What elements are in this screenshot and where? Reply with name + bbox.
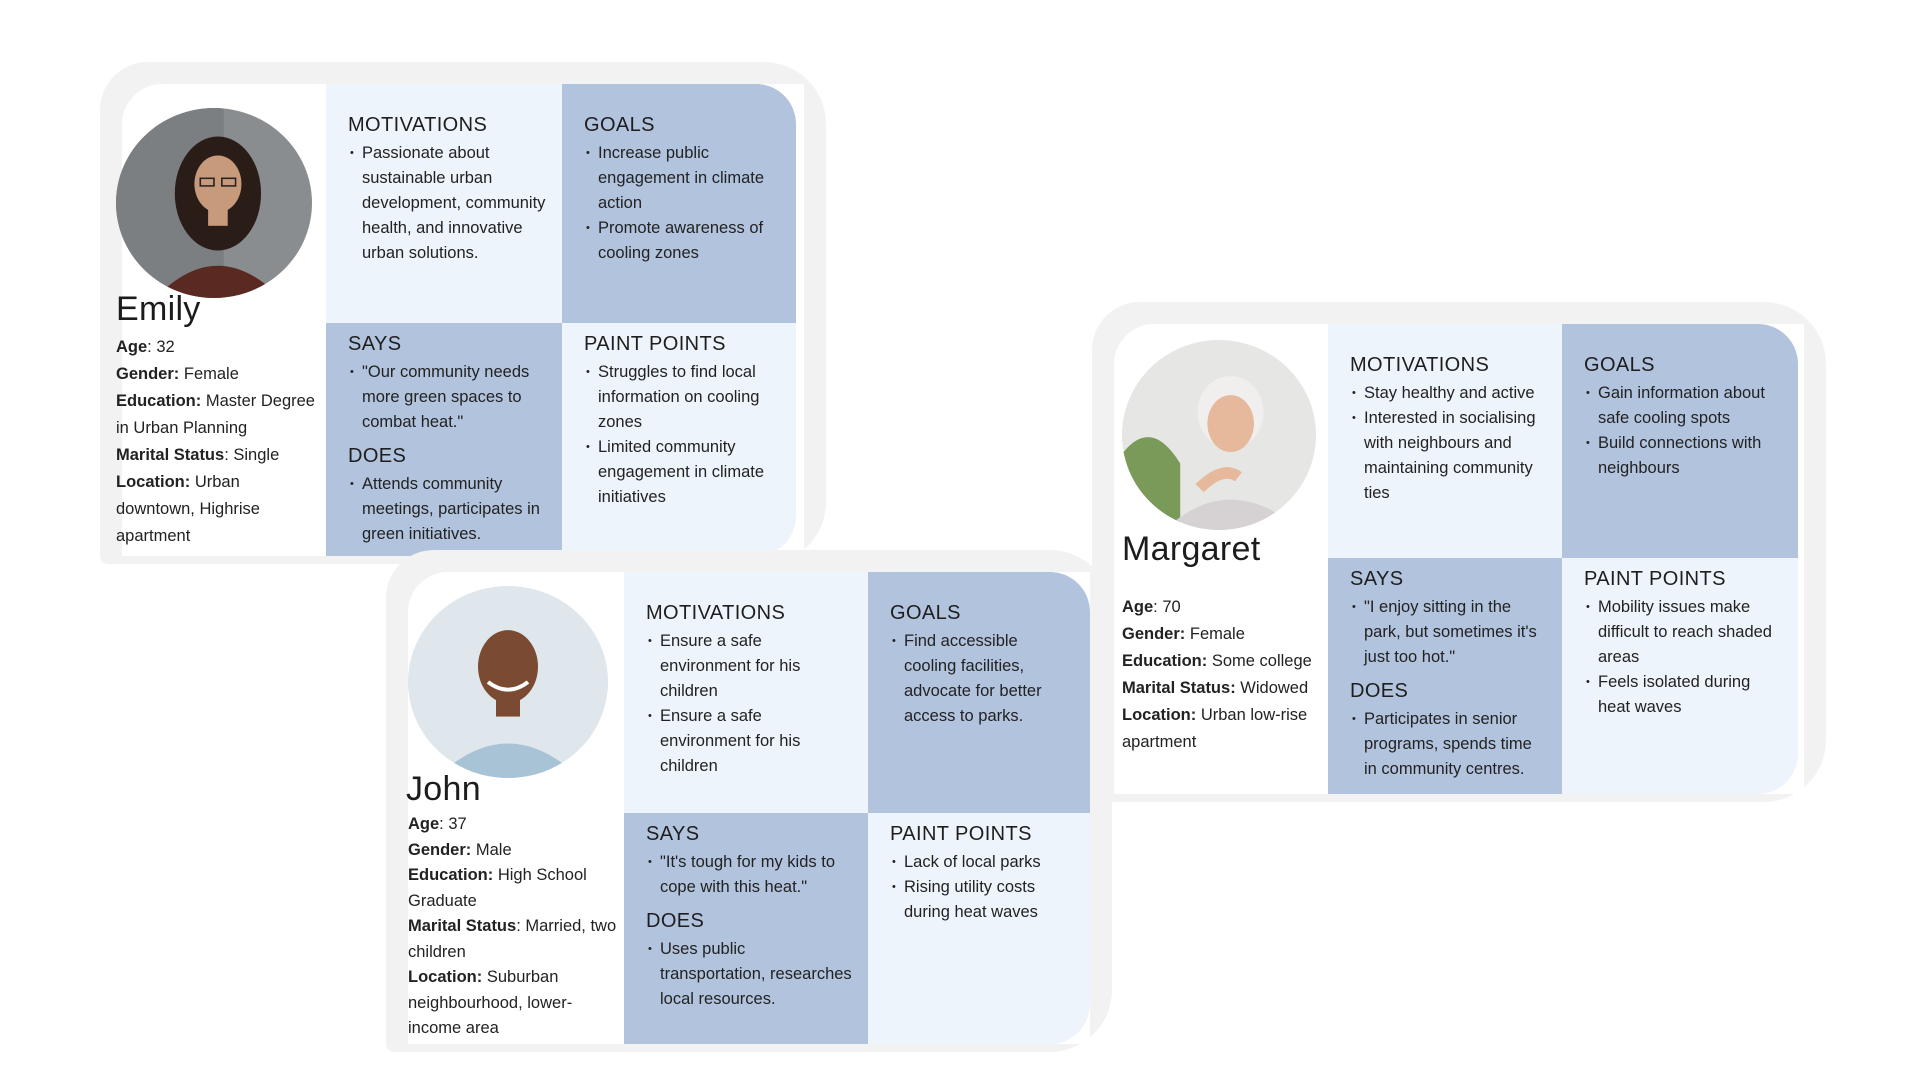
pain-points-cell: PAINT POINTS Mobility issues make diffic… bbox=[1562, 558, 1798, 794]
list-item: Participates in senior programs, spends … bbox=[1350, 707, 1546, 782]
persona-grid: MOTIVATIONS Stay healthy and active Inte… bbox=[1328, 324, 1798, 794]
portrait-photo-older-woman-icon bbox=[1122, 340, 1316, 530]
list-item: Find accessible cooling facilities, advo… bbox=[890, 629, 1074, 729]
list-item: Passionate about sustainable urban devel… bbox=[348, 141, 546, 266]
says-heading: SAYS bbox=[646, 823, 700, 845]
persona-grid: MOTIVATIONS Passionate about sustainable… bbox=[326, 84, 796, 556]
persona-grid: MOTIVATIONS Ensure a safe environment fo… bbox=[624, 572, 1090, 1044]
detail-education: Education: Master Degree in Urban Planni… bbox=[116, 392, 315, 437]
persona-card-margaret: Margaret Age: 70 Gender: Female Educatio… bbox=[1092, 302, 1826, 802]
list-item: Ensure a safe environment for his childr… bbox=[646, 704, 852, 779]
list-item: Uses public transportation, researches l… bbox=[646, 937, 852, 1012]
portrait-photo-woman-icon bbox=[116, 108, 312, 298]
goals-heading: GOALS bbox=[890, 602, 961, 624]
persona-profile: John Age: 37 Gender: Male Education: Hig… bbox=[406, 572, 624, 1044]
detail-education: Education: Some college bbox=[1122, 652, 1312, 670]
avatar bbox=[1122, 340, 1316, 530]
detail-gender: Gender: Female bbox=[1122, 625, 1245, 643]
persona-profile: Emily Age: 32 Gender: Female Education: … bbox=[116, 84, 326, 556]
detail-location: Location: Suburban neighbourhood, lower-… bbox=[408, 968, 573, 1037]
persona-name: John bbox=[406, 770, 481, 808]
persona-card-emily: Emily Age: 32 Gender: Female Education: … bbox=[100, 62, 826, 564]
list-item: "Our community needs more green spaces t… bbox=[348, 360, 546, 435]
list-item: Attends community meetings, participates… bbox=[348, 472, 546, 547]
detail-gender: Gender: Male bbox=[408, 840, 512, 859]
pain-points-heading: PAINT POINTS bbox=[584, 333, 726, 355]
avatar bbox=[116, 108, 312, 298]
list-item: Rising utility costs during heat waves bbox=[890, 875, 1074, 925]
pain-points-heading: PAINT POINTS bbox=[890, 823, 1032, 845]
says-does-cell: SAYS "It's tough for my kids to cope wit… bbox=[624, 813, 868, 1044]
detail-age: Age: 70 bbox=[1122, 598, 1181, 616]
pain-points-cell: PAINT POINTS Struggles to find local inf… bbox=[562, 323, 796, 556]
persona-details: Age: 32 Gender: Female Education: Master… bbox=[116, 334, 322, 550]
persona-card-john: John Age: 37 Gender: Male Education: Hig… bbox=[386, 550, 1112, 1052]
detail-age: Age: 37 bbox=[408, 815, 467, 833]
says-does-cell: SAYS "Our community needs more green spa… bbox=[326, 323, 562, 556]
list-item: Ensure a safe environment for his childr… bbox=[646, 629, 852, 704]
does-heading: DOES bbox=[1350, 680, 1409, 702]
does-heading: DOES bbox=[646, 910, 705, 932]
list-item: Promote awareness of cooling zones bbox=[584, 216, 780, 266]
list-item: Interested in socialising with neighbour… bbox=[1350, 406, 1546, 506]
says-heading: SAYS bbox=[348, 333, 402, 355]
list-item: "It's tough for my kids to cope with thi… bbox=[646, 850, 852, 900]
list-item: Stay healthy and active bbox=[1350, 381, 1546, 406]
detail-marital-status: Marital Status: Single bbox=[116, 446, 280, 464]
detail-gender: Gender: Female bbox=[116, 365, 239, 383]
does-heading: DOES bbox=[348, 445, 407, 467]
goals-cell: GOALS Find accessible cooling facilities… bbox=[868, 572, 1090, 813]
goals-heading: GOALS bbox=[584, 114, 655, 136]
list-item: Limited community engagement in climate … bbox=[584, 435, 780, 510]
detail-education: Education: High School Graduate bbox=[408, 866, 587, 910]
says-does-cell: SAYS "I enjoy sitting in the park, but s… bbox=[1328, 558, 1562, 794]
list-item: "I enjoy sitting in the park, but someti… bbox=[1350, 595, 1546, 670]
persona-details: Age: 70 Gender: Female Education: Some c… bbox=[1122, 594, 1328, 756]
detail-age: Age: 32 bbox=[116, 338, 175, 356]
pain-points-cell: PAINT POINTS Lack of local parks Rising … bbox=[868, 813, 1090, 1044]
motivations-cell: MOTIVATIONS Ensure a safe environment fo… bbox=[624, 572, 868, 813]
persona-name: Emily bbox=[116, 290, 201, 328]
list-item: Struggles to find local information on c… bbox=[584, 360, 780, 435]
motivations-heading: MOTIVATIONS bbox=[348, 114, 488, 136]
avatar bbox=[408, 586, 608, 778]
goals-heading: GOALS bbox=[1584, 354, 1655, 376]
list-item: Mobility issues make difficult to reach … bbox=[1584, 595, 1782, 670]
motivations-cell: MOTIVATIONS Stay healthy and active Inte… bbox=[1328, 324, 1562, 558]
detail-marital-status: Marital Status: Widowed bbox=[1122, 679, 1309, 697]
list-item: Feels isolated during heat waves bbox=[1584, 670, 1782, 720]
list-item: Gain information about safe cooling spot… bbox=[1584, 381, 1782, 431]
goals-cell: GOALS Gain information about safe coolin… bbox=[1562, 324, 1798, 558]
list-item: Lack of local parks bbox=[890, 850, 1074, 875]
persona-name: Margaret bbox=[1122, 530, 1261, 568]
detail-location: Location: Urban low-rise apartment bbox=[1122, 706, 1308, 751]
detail-location: Location: Urban downtown, Highrise apart… bbox=[116, 473, 260, 545]
motivations-heading: MOTIVATIONS bbox=[646, 602, 786, 624]
pain-points-heading: PAINT POINTS bbox=[1584, 568, 1726, 590]
list-item: Build connections with neighbours bbox=[1584, 431, 1782, 481]
detail-marital-status: Marital Status: Married, two children bbox=[408, 917, 617, 961]
motivations-heading: MOTIVATIONS bbox=[1350, 354, 1490, 376]
motivations-cell: MOTIVATIONS Passionate about sustainable… bbox=[326, 84, 562, 323]
goals-cell: GOALS Increase public engagement in clim… bbox=[562, 84, 796, 323]
list-item: Increase public engagement in climate ac… bbox=[584, 141, 780, 216]
says-heading: SAYS bbox=[1350, 568, 1404, 590]
persona-profile: Margaret Age: 70 Gender: Female Educatio… bbox=[1114, 324, 1328, 794]
persona-details: Age: 37 Gender: Male Education: High Sch… bbox=[408, 812, 622, 1042]
portrait-photo-man-icon bbox=[408, 586, 608, 778]
